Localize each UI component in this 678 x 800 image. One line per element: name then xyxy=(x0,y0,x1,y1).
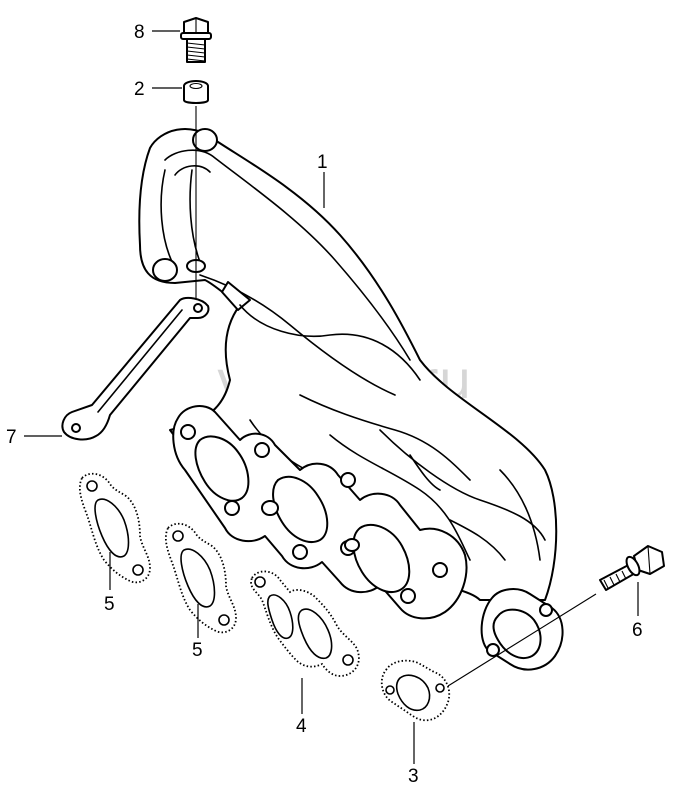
callout-8: 8 xyxy=(134,22,145,43)
downpipe-gasket xyxy=(380,659,451,722)
callout-4: 4 xyxy=(296,716,307,737)
callout-3: 3 xyxy=(408,766,419,787)
callout-2: 2 xyxy=(134,79,145,100)
stud-bolt xyxy=(599,545,665,591)
stud-axis-line xyxy=(447,593,597,687)
exhaust-gasket-2 xyxy=(164,522,237,634)
callout-leaders xyxy=(24,30,639,764)
exhaust-manifold xyxy=(138,127,564,671)
exhaust-gasket-double xyxy=(250,570,360,677)
callout-1: 1 xyxy=(317,152,328,173)
callout-6: 6 xyxy=(632,620,643,641)
callout-7: 7 xyxy=(6,427,17,448)
exhaust-gasket-1 xyxy=(78,472,151,584)
bushing xyxy=(183,80,209,104)
bolt xyxy=(180,17,212,63)
callout-labels: 8 2 1 7 5 5 4 3 6 xyxy=(6,22,643,787)
callout-5: 5 xyxy=(104,594,115,615)
support-bracket xyxy=(61,297,210,441)
callout-5-second: 5 xyxy=(192,640,203,661)
